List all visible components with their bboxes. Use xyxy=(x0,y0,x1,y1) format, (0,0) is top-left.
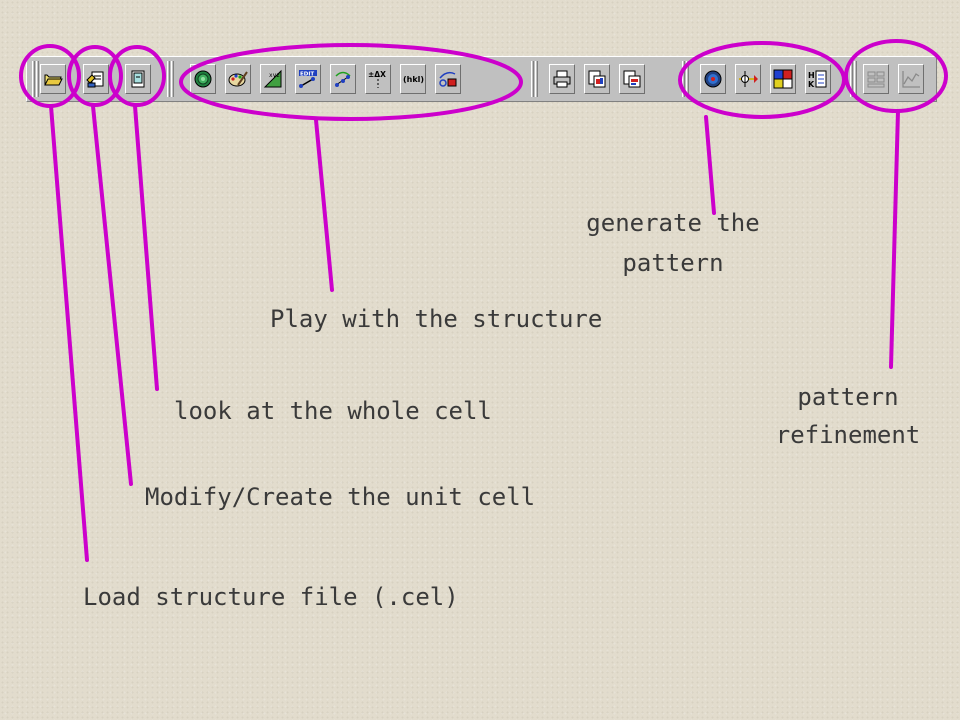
toolbar-separator xyxy=(167,61,170,97)
label-whole-cell: look at the whole cell xyxy=(174,397,492,425)
atom-sphere-icon xyxy=(194,70,212,88)
label-refine-line2: refinement xyxy=(775,421,921,449)
beam-button[interactable] xyxy=(735,64,761,94)
unit-cell-editor-icon xyxy=(86,71,104,88)
toolbar-grip[interactable] xyxy=(32,61,35,97)
refinement-plot-button[interactable] xyxy=(898,64,924,94)
beam-icon xyxy=(739,71,758,87)
delta-x-button[interactable]: ±ΔX xyxy=(365,64,391,94)
pointer-line-pattern xyxy=(704,115,716,215)
toolbar-separator xyxy=(531,61,534,97)
refinement-table-button[interactable] xyxy=(863,64,889,94)
transform-icon xyxy=(439,71,457,87)
color-map-button[interactable] xyxy=(770,64,796,94)
svg-text:±ΔX: ±ΔX xyxy=(368,70,386,79)
export-data-button[interactable] xyxy=(619,64,645,94)
printer-icon xyxy=(553,70,571,88)
toolbar-separator xyxy=(682,61,685,97)
toolbar-separator xyxy=(171,61,174,97)
transform-button[interactable] xyxy=(435,64,461,94)
atom-sphere-button[interactable] xyxy=(190,64,216,94)
hkl-list-button[interactable]: H K xyxy=(805,64,831,94)
edit-bond-button[interactable]: EDIT xyxy=(295,64,321,94)
refinement-table-icon xyxy=(867,71,885,88)
pointer-line-refinement xyxy=(889,109,900,369)
label-play-structure: Play with the structure xyxy=(270,305,603,333)
edit-bond-icon: EDIT xyxy=(299,70,317,88)
pointer-line-whole-cell xyxy=(133,104,159,391)
hkl-list-icon: H K xyxy=(808,70,827,89)
open-file-button[interactable] xyxy=(40,64,66,94)
diffraction-pattern-button[interactable] xyxy=(700,64,726,94)
palette-icon xyxy=(228,71,248,87)
export-image-button[interactable] xyxy=(584,64,610,94)
unit-cell-editor-button[interactable] xyxy=(83,64,109,94)
rotate-molecule-icon xyxy=(335,71,351,87)
pointer-line-modify xyxy=(91,104,133,486)
xyz-axes-icon: xyz xyxy=(263,69,282,88)
whole-cell-icon xyxy=(131,70,145,88)
delta-x-icon: ±ΔX xyxy=(368,70,386,88)
main-toolbar: xyz EDIT ±ΔX (hkl) xyxy=(26,56,937,102)
export-data-icon xyxy=(623,70,641,88)
diffraction-pattern-icon xyxy=(704,70,722,88)
rotate-molecule-button[interactable] xyxy=(330,64,356,94)
toolbar-grip[interactable] xyxy=(36,61,39,97)
pointer-line-structure xyxy=(314,118,334,292)
svg-text:K: K xyxy=(808,80,815,89)
print-button[interactable] xyxy=(549,64,575,94)
svg-text:xyz: xyz xyxy=(269,72,280,79)
svg-text:H: H xyxy=(808,71,815,80)
export-image-icon xyxy=(588,70,606,88)
label-generate-line2: pattern xyxy=(622,249,724,277)
hkl-plane-button[interactable]: (hkl) xyxy=(400,64,426,94)
whole-cell-button[interactable] xyxy=(125,64,151,94)
label-load-structure: Load structure file (.cel) xyxy=(83,583,459,611)
toolbar-separator xyxy=(686,61,689,97)
pointer-line-load xyxy=(49,104,89,562)
label-generate-line1: generate the xyxy=(586,209,760,237)
open-folder-icon xyxy=(44,74,63,86)
svg-text:(hkl): (hkl) xyxy=(403,75,424,84)
label-refine-line1: pattern xyxy=(797,383,899,411)
refinement-plot-icon xyxy=(902,71,920,88)
toolbar-separator xyxy=(854,61,857,97)
toolbar-separator xyxy=(850,61,853,97)
svg-text:EDIT: EDIT xyxy=(300,72,314,78)
xyz-axes-button[interactable]: xyz xyxy=(260,64,286,94)
color-map-icon xyxy=(773,69,793,89)
hkl-plane-icon: (hkl) xyxy=(403,75,424,84)
label-modify-unit-cell: Modify/Create the unit cell xyxy=(145,483,536,511)
palette-button[interactable] xyxy=(225,64,251,94)
toolbar-separator xyxy=(535,61,538,97)
